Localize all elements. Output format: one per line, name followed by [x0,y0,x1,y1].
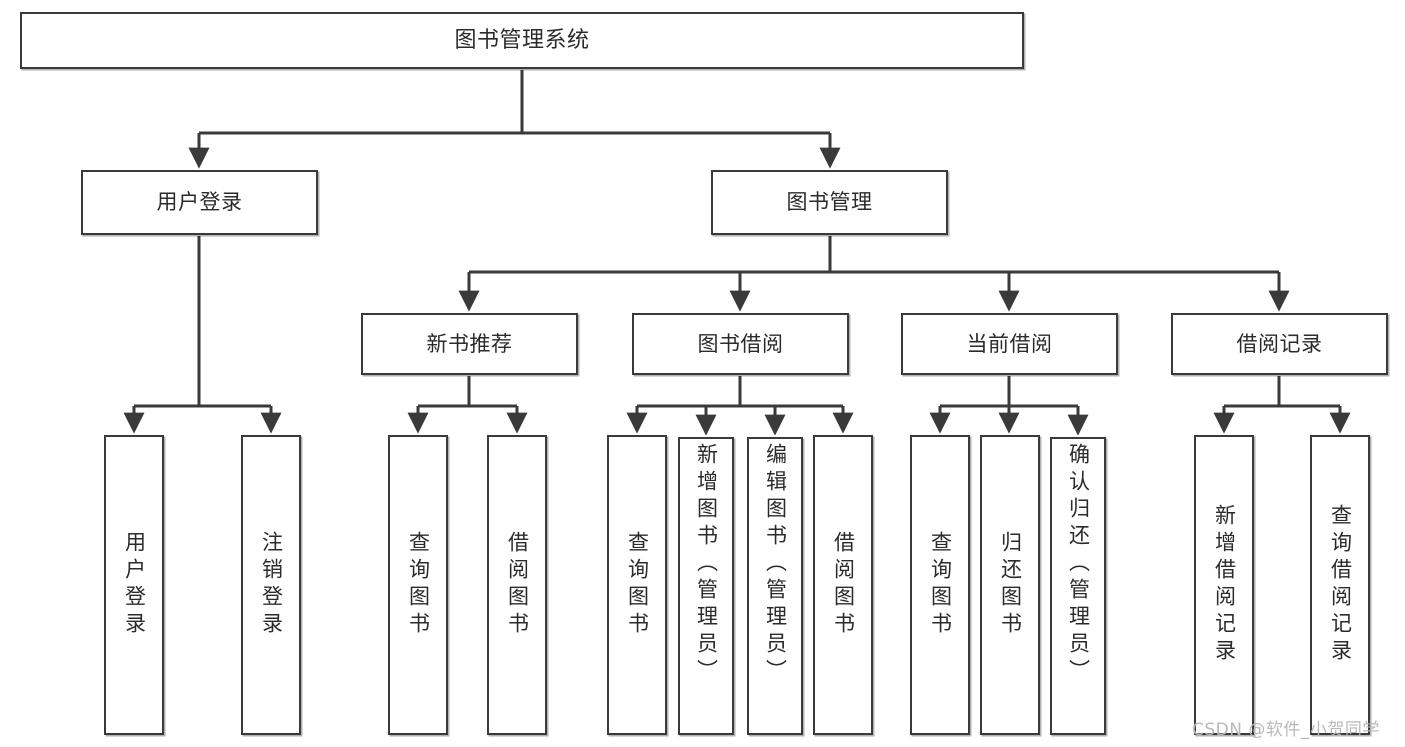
node-leaf-confirm-return-label: 确认归还（管理员） [1066,443,1091,686]
node-root[interactable]: 图书管理系统 [20,12,1024,69]
node-leaf-borrow-book-2-label: 借阅图书 [831,531,856,639]
node-current-borrow[interactable]: 当前借阅 [901,313,1118,375]
node-leaf-add-book[interactable]: 新增图书（管理员） [678,437,734,735]
csdn-watermark: CSDN @软件_小贺同学 [1192,720,1380,740]
node-leaf-query-book-1-label: 查询图书 [406,531,431,639]
node-leaf-borrow-book-1[interactable]: 借阅图书 [487,435,547,735]
node-leaf-borrow-book-2[interactable]: 借阅图书 [813,435,873,735]
node-leaf-confirm-return[interactable]: 确认归还（管理员） [1050,437,1106,735]
node-leaf-query-book-1[interactable]: 查询图书 [388,435,448,735]
node-book-borrow[interactable]: 图书借阅 [632,313,849,375]
node-leaf-logout[interactable]: 注销登录 [241,435,301,735]
node-leaf-add-record-label: 新增借阅记录 [1212,504,1237,666]
node-leaf-add-book-label: 新增图书（管理员） [694,443,719,686]
node-book-manage-label: 图书管理 [786,190,873,215]
node-leaf-edit-book[interactable]: 编辑图书（管理员） [747,437,803,735]
node-leaf-query-book-2-label: 查询图书 [625,531,650,639]
node-new-book-rec-label: 新书推荐 [426,331,513,356]
node-leaf-return-book[interactable]: 归还图书 [980,435,1040,735]
node-user-login-label: 用户登录 [156,190,243,215]
node-current-borrow-label: 当前借阅 [966,331,1053,356]
node-leaf-query-record-label: 查询借阅记录 [1328,504,1353,666]
node-book-borrow-label: 图书借阅 [697,331,784,356]
node-leaf-query-book-3-label: 查询图书 [928,531,953,639]
node-book-manage[interactable]: 图书管理 [711,170,948,235]
node-root-label: 图书管理系统 [454,27,590,53]
node-leaf-query-record[interactable]: 查询借阅记录 [1310,435,1370,735]
node-leaf-user-login[interactable]: 用户登录 [104,435,164,735]
node-borrow-record[interactable]: 借阅记录 [1171,313,1388,375]
node-user-login[interactable]: 用户登录 [81,170,318,235]
node-new-book-rec[interactable]: 新书推荐 [361,313,578,375]
node-borrow-record-label: 借阅记录 [1236,331,1323,356]
node-leaf-user-login-label: 用户登录 [122,531,147,639]
node-leaf-borrow-book-1-label: 借阅图书 [505,531,530,639]
node-leaf-edit-book-label: 编辑图书（管理员） [763,443,788,686]
node-leaf-query-book-3[interactable]: 查询图书 [910,435,970,735]
node-leaf-query-book-2[interactable]: 查询图书 [607,435,667,735]
node-leaf-add-record[interactable]: 新增借阅记录 [1194,435,1254,735]
node-leaf-logout-label: 注销登录 [259,531,284,639]
node-leaf-return-book-label: 归还图书 [998,531,1023,639]
